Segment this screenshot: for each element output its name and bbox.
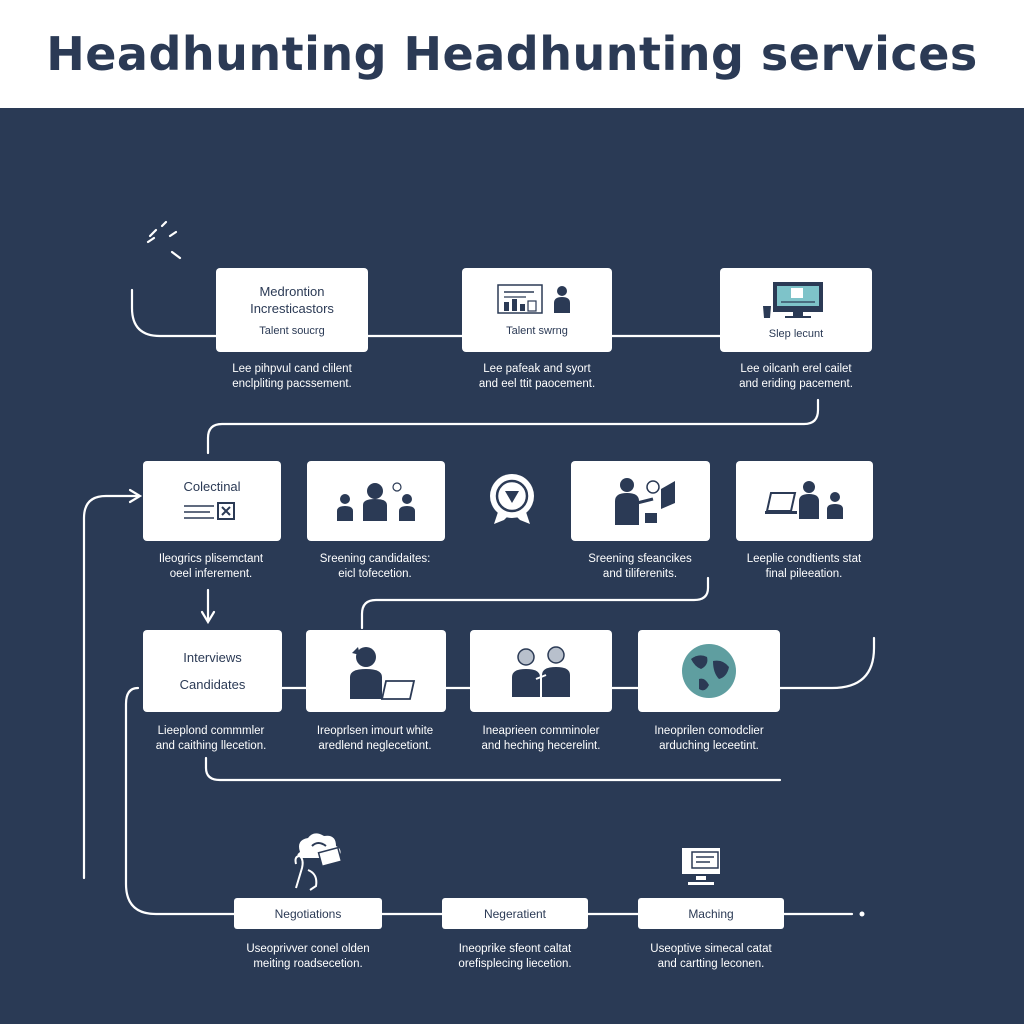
card-screening-laptop[interactable] xyxy=(571,461,710,541)
step-maching[interactable]: Maching xyxy=(638,898,784,929)
card-title-line1: Medrontion xyxy=(259,284,325,299)
desc-line: Ineaprieen comminoler xyxy=(482,725,600,737)
desc-row4-3: Useoptive simecal catat and cartting lec… xyxy=(626,942,796,972)
desc-line: and cartting leconen. xyxy=(657,958,765,970)
desc-row3-3: Ineaprieen comminoler and heching hecere… xyxy=(456,724,626,754)
desc-line: enclpliting pacssement. xyxy=(232,378,352,390)
desc-row3-4: Ineoprilen comodclier arduching leceetin… xyxy=(624,724,794,754)
globe-icon xyxy=(682,644,736,698)
form-check-icon xyxy=(184,501,235,520)
spark-mark xyxy=(148,228,158,238)
desc-line: and heching hecerelint. xyxy=(481,740,601,752)
desc-row1-1: Lee pihpvul cand clilent enclpliting pac… xyxy=(207,362,377,392)
card-title-line1: Interviews xyxy=(183,650,242,665)
desc-row1-2: Lee pafeak and syort and eel ttit paocem… xyxy=(452,362,622,392)
desc-line: Ileogrics plisemctant xyxy=(158,553,264,565)
desc-line: and eel ttit paocement. xyxy=(478,378,596,390)
step-negeratient[interactable]: Negeratient xyxy=(442,898,588,929)
phone-call-laptop-icon xyxy=(350,647,416,700)
card-title-line2: Incresticastors xyxy=(250,301,334,316)
desc-line: Lieeplond commmler xyxy=(157,725,265,737)
card-screening-team[interactable] xyxy=(307,461,445,541)
team-meeting-icon xyxy=(337,482,415,521)
header: Headhunting Headhunting services xyxy=(0,0,1024,108)
card-title: Colectinal xyxy=(183,478,241,494)
desc-line: and tiliferenits. xyxy=(602,568,678,580)
desc-line: Sreening candidaites: xyxy=(319,553,431,565)
desk-laptop-icon xyxy=(764,481,843,519)
computer-screen-icon xyxy=(680,846,726,895)
card-caption: Talent swrng xyxy=(506,325,568,337)
desc-line: oeel inferement. xyxy=(169,568,253,580)
desc-line: orefisplecing liecetion. xyxy=(458,958,572,970)
desc-line: eicl tofecetion. xyxy=(338,568,412,580)
two-people-talking-icon xyxy=(512,646,570,697)
card-title-line2: Candidates xyxy=(179,677,246,692)
desc-row2-1: Ileogrics plisemctant oeel inferement. xyxy=(126,552,296,582)
connector-lines xyxy=(82,220,876,917)
dashboard-person-icon xyxy=(497,284,570,314)
desc-row3-1: Lieeplond commmler and caithing llecetio… xyxy=(126,724,296,754)
card-caption: Talent soucrg xyxy=(259,325,325,337)
desc-line: Ireoprlsen imourt white xyxy=(316,725,434,737)
desc-line: Ineoprilen comodclier xyxy=(654,725,764,737)
card-phone-laptop[interactable] xyxy=(306,630,446,712)
desc-line: aredlend neglecetiont. xyxy=(318,740,432,752)
step-label: Maching xyxy=(688,906,734,921)
desc-line: Leeplie condtients stat xyxy=(746,553,862,565)
desc-line: Sreening sfeancikes xyxy=(588,553,692,565)
card-medrontion[interactable]: Medrontion Incresticastors Talent soucrg xyxy=(216,268,368,352)
desc-row4-1: Useoprivver conel olden meiting roadsece… xyxy=(223,942,393,972)
card-colectinal[interactable]: Colectinal xyxy=(143,461,281,541)
card-interviews[interactable]: Interviews Candidates xyxy=(143,630,282,712)
desc-line: final pileeation. xyxy=(765,568,843,580)
card-final-laptop[interactable] xyxy=(736,461,873,541)
desc-line: arduching leceetint. xyxy=(659,740,759,752)
card-handshake[interactable] xyxy=(470,630,612,712)
presenter-laptop-icon xyxy=(614,478,675,525)
award-badge-icon xyxy=(484,472,540,533)
page-title: Headhunting Headhunting services xyxy=(46,27,978,81)
row1-entry-line xyxy=(130,288,218,338)
desc-line: Useoptive simecal catat xyxy=(650,943,772,955)
desc-line: Lee oilcanh erel cailet xyxy=(740,363,852,375)
idea-cloud-icon xyxy=(288,830,348,897)
desc-row2-3: Sreening sfeancikes and tiliferenits. xyxy=(555,552,725,582)
card-slep-lecunt[interactable]: Slep lecunt xyxy=(720,268,872,352)
step-label: Negeratient xyxy=(483,906,547,921)
desc-row3-2: Ireoprlsen imourt white aredlend neglece… xyxy=(290,724,460,754)
desc-row2-4: Leeplie condtients stat final pileeation… xyxy=(719,552,889,582)
process-diagram: Medrontion Incresticastors Talent soucrg… xyxy=(0,108,1024,1024)
desc-row4-2: Ineoprike sfeont caltat orefisplecing li… xyxy=(430,942,600,972)
step-label: Negotiations xyxy=(274,906,342,921)
desc-line: Lee pihpvul cand clilent xyxy=(232,363,352,375)
step-negotiations[interactable]: Negotiations xyxy=(234,898,382,929)
desc-line: meiting roadsecetion. xyxy=(253,958,363,970)
desc-row1-3: Lee oilcanh erel cailet and eriding pace… xyxy=(711,362,881,392)
desc-line: and eriding pacement. xyxy=(739,378,853,390)
monitor-icon xyxy=(763,282,823,318)
card-globe[interactable] xyxy=(638,630,780,712)
desc-line: Ineoprike sfeont caltat xyxy=(458,943,572,955)
desc-line: Useoprivver conel olden xyxy=(246,943,370,955)
desc-line: and caithing llecetion. xyxy=(155,740,267,752)
card-caption: Slep lecunt xyxy=(768,328,824,340)
card-talent-swrng[interactable]: Talent swrng xyxy=(462,268,612,352)
desc-line: Lee pafeak and syort xyxy=(483,363,591,375)
desc-row2-2: Sreening candidaites: eicl tofecetion. xyxy=(290,552,460,582)
